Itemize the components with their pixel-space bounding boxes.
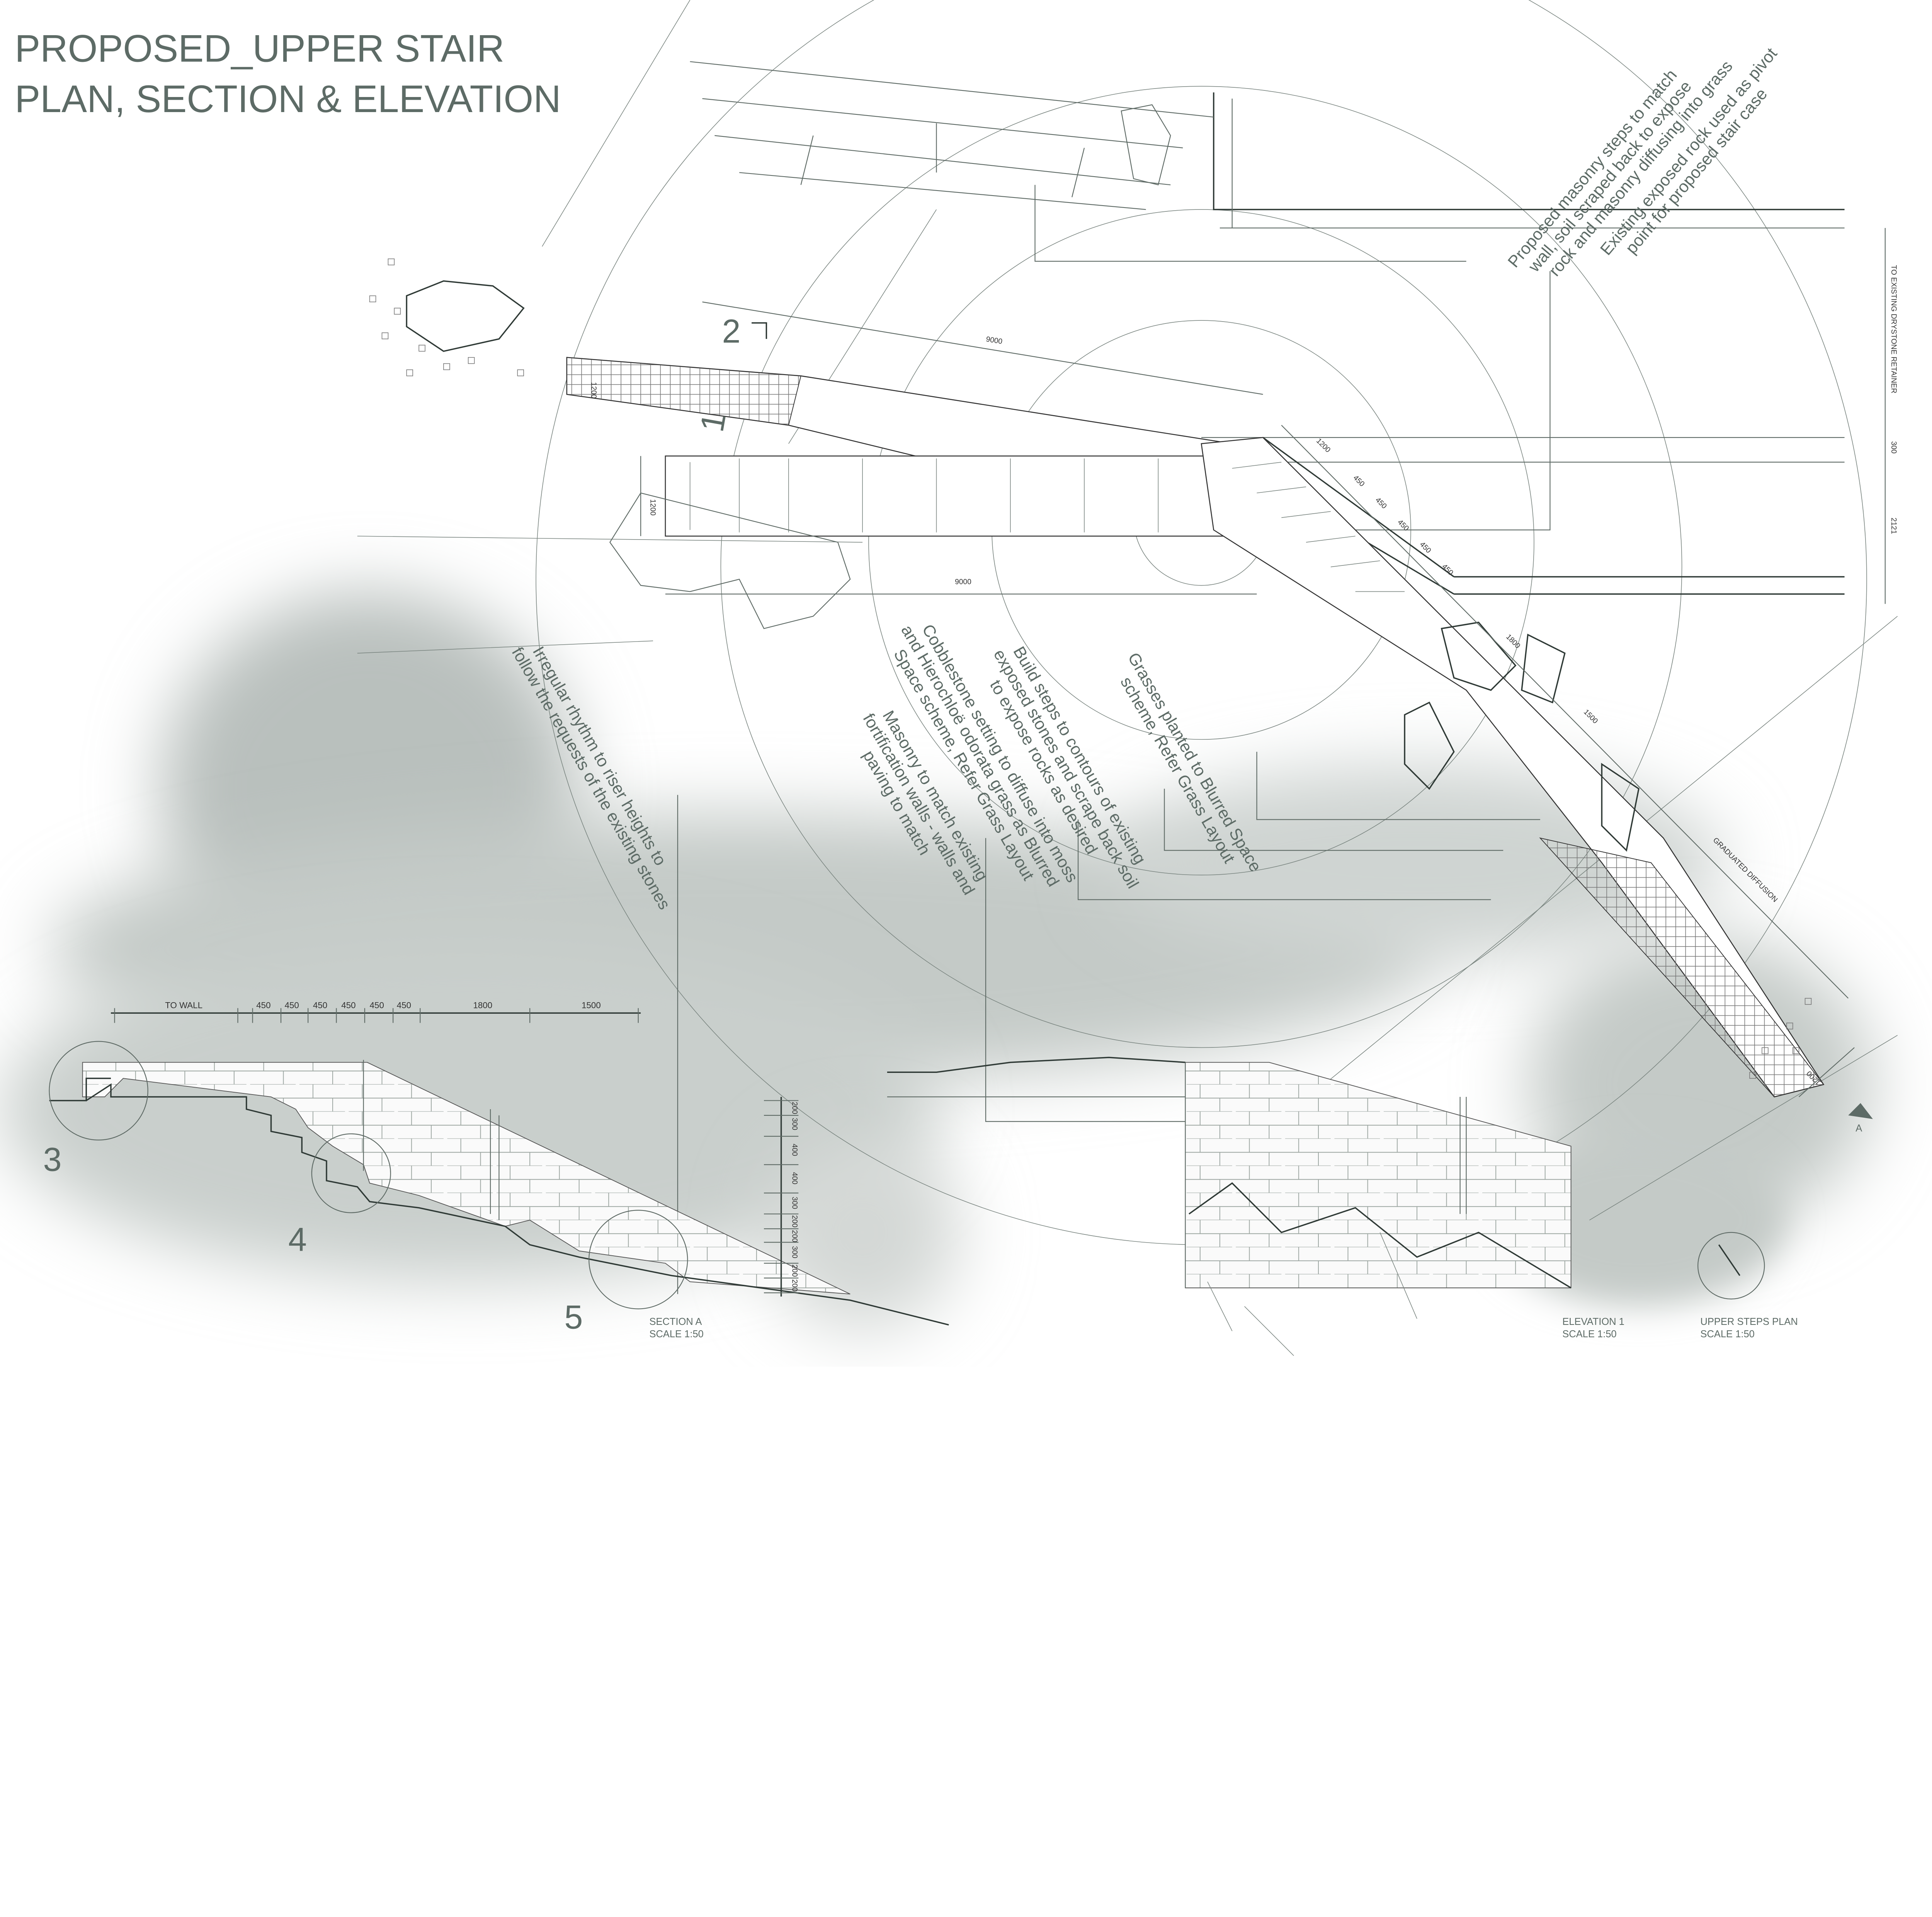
upper-steps-plan-key: UPPER STEPS PLAN SCALE 1:50 [1697,1232,1798,1340]
dim-landing-width: 1200 [1315,437,1332,454]
section-dim-1500: 1500 [582,1000,601,1010]
detail-marker-4: 4 [288,1221,307,1258]
dim-tread-2: 450 [1374,496,1388,510]
dim-top-length: 9000 [985,335,1003,346]
dim-run-2: 1500 [1582,708,1599,725]
sheet-title-line-1: PROPOSED_UPPER STAIR [15,27,504,70]
section-vdim-3: 400 [790,1144,798,1156]
section-vdim-9: 200 [790,1265,798,1277]
section-dim-450-3: 450 [313,1000,327,1010]
plan-caption-scale: SCALE 1:50 [1701,1329,1755,1340]
detail-marker-3: 3 [43,1141,62,1178]
section-vdim-8: 300 [790,1246,798,1258]
detail-marker-5: 5 [564,1299,583,1336]
section-caption-scale: SCALE 1:50 [649,1329,703,1340]
plan-caption-name: UPPER STEPS PLAN [1701,1316,1798,1327]
stair-plan [369,258,1825,1098]
section-vdim-1: 200 [790,1102,798,1114]
site-lines [357,0,1898,1294]
sheet-title-line-2: PLAN, SECTION & ELEVATION [15,78,561,120]
section-caption-name: SECTION A [649,1316,702,1327]
upper-wall-plan [406,61,1214,352]
elevation-1-drawing: ELEVATION 1 SCALE 1:50 [887,1057,1624,1356]
section-dim-1800: 1800 [473,1000,492,1010]
retainer-depth-dim: 2121 [1889,518,1898,534]
retainer-label: TO EXISTING DRYSTONE RETAINER [1889,265,1898,393]
elevation-caption-name: ELEVATION 1 [1562,1316,1624,1327]
section-dim-450-5: 450 [370,1000,384,1010]
dim-upper-width: 1200 [590,382,598,399]
section-markers: 2 1 A [693,313,1873,1134]
section-vdim-5: 300 [790,1197,798,1209]
drawing-sheet: 9000 9000 1200 1200 1200 450 450 450 450… [0,0,1898,1356]
section-vdim-4: 400 [790,1172,798,1185]
section-mark-a: A [1855,1123,1862,1134]
section-vdim-2: 300 [790,1118,798,1130]
dim-tread-5: 450 [1440,563,1454,577]
section-dim-450-1: 450 [256,1000,270,1010]
section-vdim-10: 200 [790,1279,798,1292]
section-cut-2: 2 [722,313,741,350]
section-vdim-7: 200 [790,1230,798,1242]
retainer-gap-dim: 300 [1889,441,1898,454]
section-a-drawing: TO WALL 450 450 450 450 450 450 1800 150… [43,1000,949,1340]
elevation-caption-scale: SCALE 1:50 [1562,1329,1616,1340]
dim-tread-1: 450 [1352,474,1366,488]
section-dim-450-6: 450 [397,1000,411,1010]
section-dim-450-4: 450 [341,1000,355,1010]
dim-lower-width: 1200 [649,499,657,516]
section-dim-to-wall: TO WALL [165,1000,202,1010]
dim-run-1: 1800 [1504,633,1522,650]
section-vdim-6: 200 [790,1215,798,1227]
dim-bottom-length: 9000 [955,578,971,586]
section-dim-450-2: 450 [285,1000,299,1010]
dim-tread-3: 450 [1396,518,1410,533]
